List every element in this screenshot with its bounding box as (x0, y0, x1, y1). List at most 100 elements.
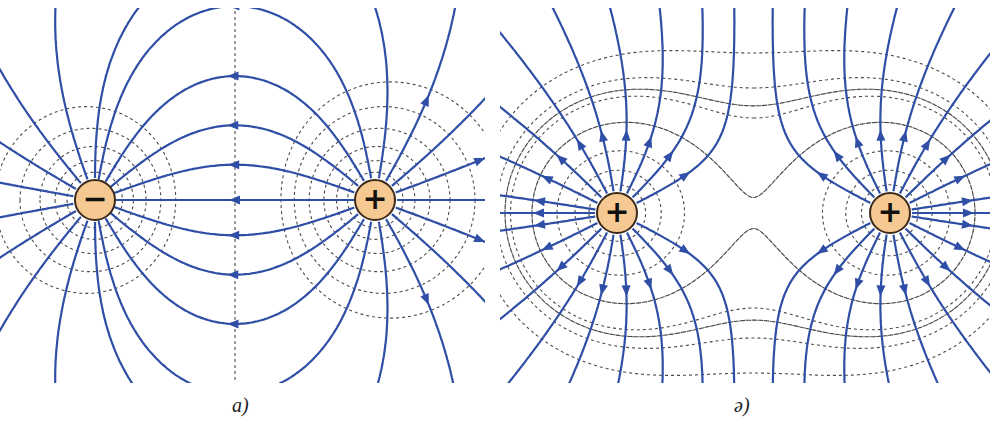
field-line (111, 125, 359, 187)
field-line (599, 8, 627, 191)
field-line (500, 143, 597, 203)
field-arrowhead (644, 278, 652, 290)
dipole-field (0, 8, 485, 383)
field-line (500, 229, 601, 344)
connectors (116, 196, 354, 205)
field-arrowhead (599, 284, 608, 296)
field-arrowhead (227, 270, 238, 279)
field-line (910, 223, 990, 276)
field-arrowhead (834, 264, 844, 276)
field-line (0, 204, 73, 224)
charge-circle: + (354, 179, 396, 221)
field-line (55, 8, 87, 179)
field-arrowhead (939, 261, 950, 272)
field-arrowhead (817, 172, 829, 182)
equipotential-line (348, 172, 403, 228)
field-arrowhead (228, 8, 239, 11)
equipotential-line (532, 122, 975, 303)
field-arrowhead (227, 121, 238, 130)
charge-circle: + (596, 192, 638, 234)
field-arrowhead (834, 151, 844, 163)
field-arrowhead (577, 275, 586, 287)
field-line (111, 213, 359, 275)
charge-sign: − (82, 184, 107, 214)
field-line (392, 214, 485, 336)
field-arrowhead (599, 131, 608, 143)
field-arrowhead (420, 293, 428, 305)
field-line (114, 207, 354, 235)
field-line (773, 223, 871, 383)
field-line (627, 233, 663, 383)
field-line (844, 8, 880, 193)
field-arrowhead (899, 131, 908, 143)
equipotential-line (67, 172, 122, 228)
field-line (95, 8, 183, 178)
field-arrowhead (921, 139, 930, 151)
field-arrowhead (953, 176, 965, 185)
field-arrowhead (556, 261, 567, 272)
field-arrowhead (622, 130, 631, 141)
field-arrowhead (420, 95, 428, 107)
field-line-connector (116, 196, 354, 205)
field-arrowhead (473, 158, 485, 166)
field-line (912, 212, 990, 214)
field-line (392, 64, 485, 186)
field-line (359, 8, 388, 178)
charge-circle: − (74, 179, 116, 221)
field-arrowhead (963, 209, 974, 218)
field-arrowhead (534, 197, 546, 206)
field-line (773, 8, 871, 203)
field-line (0, 217, 81, 383)
panel-label: a) (232, 394, 249, 417)
field-line (500, 233, 607, 383)
field-arrowhead (663, 264, 673, 276)
panel-label: ə) (734, 394, 750, 417)
field-line (532, 8, 613, 191)
field-line (880, 8, 908, 191)
field-line (500, 223, 597, 283)
charge-sign: + (604, 197, 629, 227)
field-arrowhead (533, 209, 544, 218)
field-line (893, 235, 956, 383)
charge-sign: + (362, 184, 387, 214)
field-line (637, 8, 735, 203)
field-line (106, 218, 365, 324)
field-arrowhead (876, 130, 885, 141)
field-arrowhead (228, 319, 239, 328)
field-arrowhead (228, 72, 239, 81)
field-arrowhead (817, 244, 829, 254)
field-arrowhead (855, 278, 863, 290)
field-arrowhead (663, 151, 673, 163)
field-line (397, 199, 485, 201)
field-line (106, 76, 365, 182)
field-arrowhead (961, 220, 973, 229)
field-line (0, 9, 81, 184)
field-line (396, 145, 485, 193)
field-line (386, 8, 461, 181)
field-line (627, 8, 663, 193)
field-arrowhead (473, 234, 485, 242)
field-line (0, 211, 76, 278)
like-charges-field (500, 8, 990, 383)
field-arrowhead (229, 196, 240, 205)
field-arrowhead (577, 139, 586, 151)
field-line (0, 122, 76, 189)
field-line (906, 96, 990, 198)
field-line (880, 235, 897, 383)
field-line (633, 229, 703, 383)
field-line (910, 150, 990, 203)
equipotential-line (532, 122, 975, 303)
field-line (0, 177, 73, 197)
field-arrowhead (899, 284, 908, 296)
field-arrowhead (556, 155, 567, 166)
field-line (912, 193, 990, 209)
field-line (396, 208, 485, 256)
field-arrowhead (534, 220, 546, 229)
field-line (551, 235, 614, 383)
field-arrowhead (228, 160, 239, 169)
field-arrowhead (622, 285, 631, 296)
field-line (804, 229, 874, 383)
field-line (55, 221, 87, 383)
